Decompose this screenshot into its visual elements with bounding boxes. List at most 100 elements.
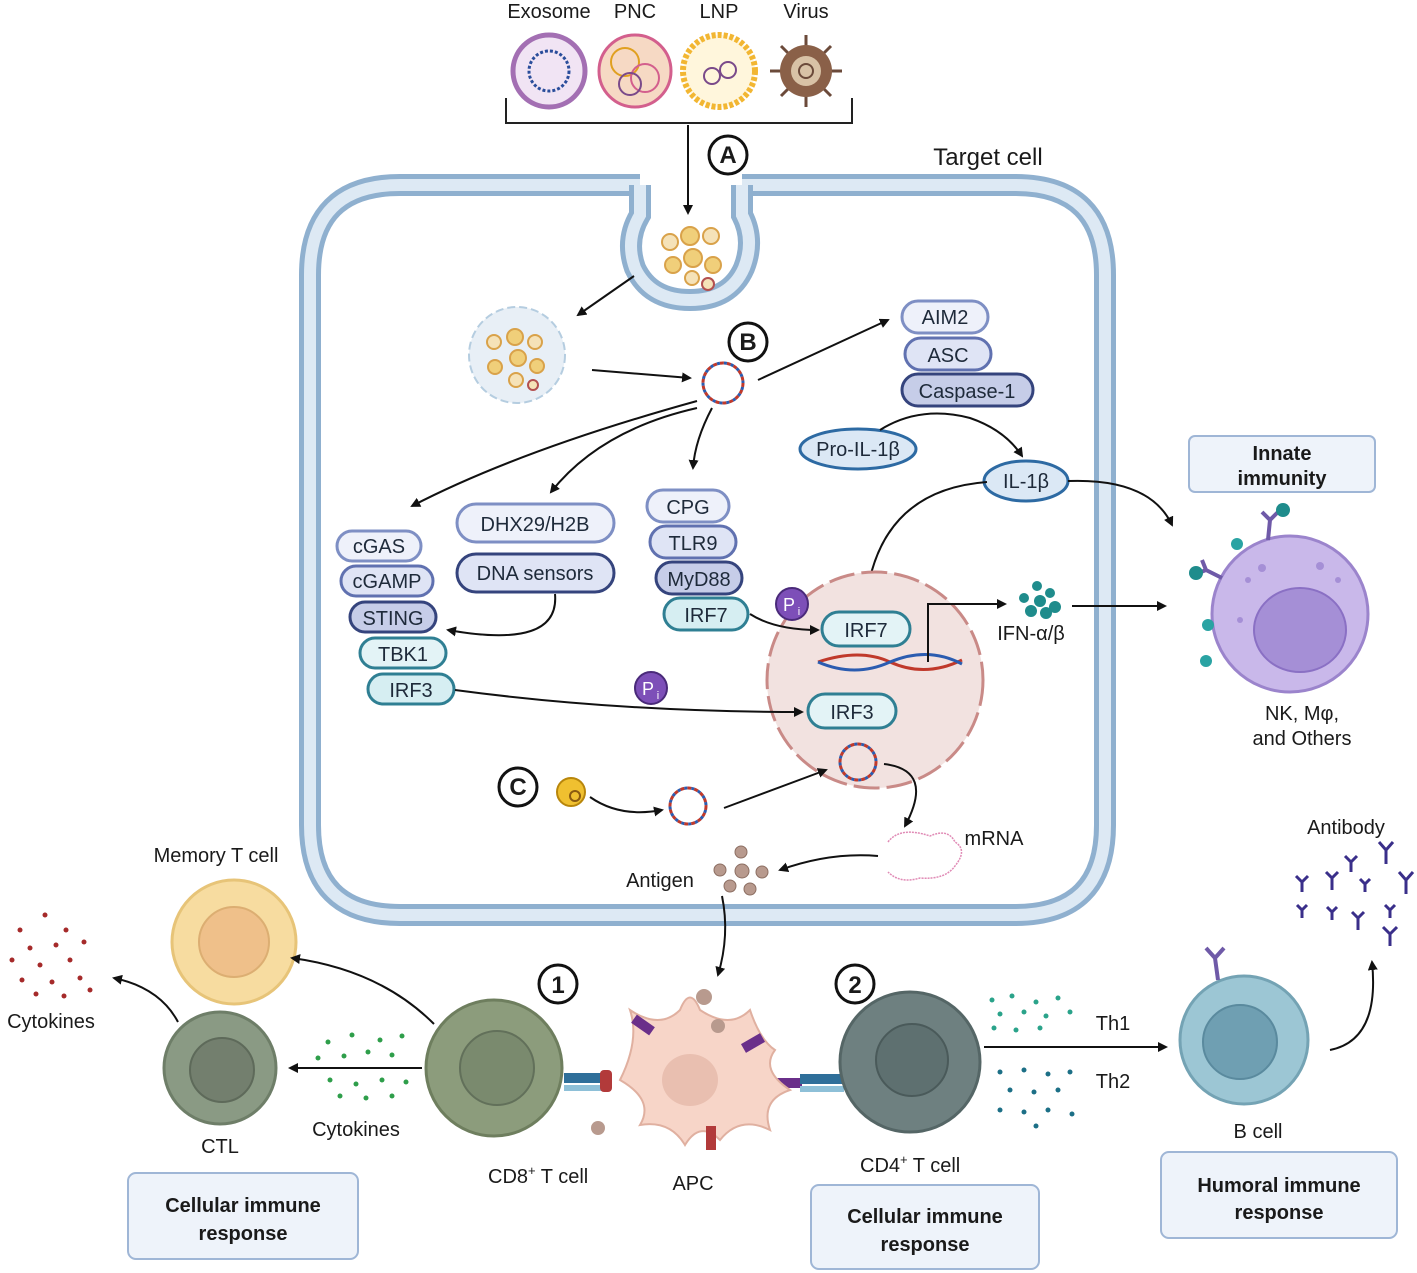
cgas-label: cGAS xyxy=(353,536,405,558)
exosome-label: Exosome xyxy=(507,1,590,23)
cellular-mid-line1: Cellular immune xyxy=(847,1206,1003,1228)
caspase1-pill xyxy=(900,372,1035,408)
cytokines-red-cluster xyxy=(9,912,93,999)
arrow-to-cpg xyxy=(688,407,713,470)
cd8-base: CD8 xyxy=(488,1166,528,1188)
phosphate-upper-letter: P xyxy=(783,595,795,615)
nuclear-irf7-label: IRF7 xyxy=(844,620,887,642)
arrow-plasmid-to-nucleus xyxy=(723,768,828,809)
aim2-label: AIM2 xyxy=(922,307,969,329)
ctl-cell xyxy=(162,1010,278,1126)
cytokines-left-label: Cytokines xyxy=(7,1011,95,1033)
carrier-group: Exosome PNC LNP Virus xyxy=(505,1,853,124)
cellular-response-box-mid xyxy=(810,1184,1040,1270)
antigen-label: Antigen xyxy=(626,870,694,892)
humoral-line1: Humoral immune xyxy=(1197,1175,1360,1197)
cellular-response-box-left xyxy=(127,1172,359,1260)
arrow-to-aim2 xyxy=(757,318,890,381)
th2-cytokines xyxy=(997,1067,1075,1129)
th2-label: Th2 xyxy=(1096,1071,1130,1093)
arrow-il1b-to-innate xyxy=(1067,479,1174,527)
cytokines-green-cluster xyxy=(315,1032,409,1101)
phosphate-lower-letter: P xyxy=(642,679,654,699)
cgamp-pill xyxy=(339,564,435,598)
il1b-label: IL-1β xyxy=(1003,471,1049,493)
inflammasome-stack: AIM2 ASC Caspase-1 xyxy=(900,299,1035,408)
arrow-irf3-to-nucleus xyxy=(454,689,804,717)
caspase1-label: Caspase-1 xyxy=(919,381,1016,403)
phosphate-lower-sub: i xyxy=(657,690,659,702)
th1-cytokines xyxy=(989,993,1073,1033)
arrow-ctl-to-cytokines xyxy=(112,974,179,1023)
carrier-bracket xyxy=(505,98,853,124)
irf3-label: IRF3 xyxy=(389,680,432,702)
ctl-label: CTL xyxy=(201,1136,239,1158)
dna-sensors-label: DNA sensors xyxy=(477,563,594,585)
ifn-label: IFN-α/β xyxy=(997,623,1065,645)
innate-title-line2: immunity xyxy=(1238,468,1328,490)
mrna-label: mRNA xyxy=(965,828,1025,850)
nuclear-irf3-label: IRF3 xyxy=(830,702,873,724)
released-plasmid-icon xyxy=(668,786,708,826)
irf7-label: IRF7 xyxy=(684,605,727,627)
sting-label: STING xyxy=(362,608,423,630)
myd88-pill xyxy=(654,560,744,596)
arrow-mrna-to-antigen xyxy=(778,854,879,872)
endocytosed-particles xyxy=(661,226,722,291)
step-marker-1: 1 xyxy=(537,963,579,1005)
virus-label: Virus xyxy=(783,1,828,23)
phosphate-icon-lower: P i xyxy=(634,671,668,705)
dhx29-label: DHX29/H2B xyxy=(481,514,590,536)
memory-t-cell xyxy=(170,878,298,1006)
arrow-antigen-to-apc xyxy=(715,895,727,977)
step-marker-2: 2 xyxy=(834,963,876,1005)
cgamp-label: cGAMP xyxy=(353,571,422,593)
cellular-left-line1: Cellular immune xyxy=(165,1195,321,1217)
cd4-tail: T cell xyxy=(908,1155,961,1177)
asc-pill xyxy=(903,336,993,372)
phosphate-upper-sub: i xyxy=(798,606,800,618)
step-c-text: C xyxy=(509,774,526,801)
ifn-molecules xyxy=(1019,581,1061,619)
cd4-sup: + xyxy=(900,1152,908,1167)
b-cell-label: B cell xyxy=(1234,1121,1283,1143)
nk-macrophage-cell xyxy=(1189,503,1370,694)
carrier-particle-icon xyxy=(556,777,586,807)
apc-label: APC xyxy=(672,1173,713,1195)
step-marker-b: B xyxy=(727,321,769,363)
antibody-icons xyxy=(1294,841,1415,946)
humoral-line2: response xyxy=(1235,1202,1324,1224)
innate-cells-line1: NK, Mφ, xyxy=(1265,703,1339,725)
lnp-icon xyxy=(680,32,758,110)
arrow-to-dhx29 xyxy=(549,407,698,494)
cd8-sup: + xyxy=(528,1163,536,1178)
dna-sensor-stack: DHX29/H2B DNA sensors xyxy=(455,502,616,594)
arrow-dna-sensors-to-sting xyxy=(446,593,557,637)
arrow-b-cell-to-antibody xyxy=(1329,960,1378,1051)
innate-cells-line2: and Others xyxy=(1253,728,1352,750)
endosome xyxy=(468,306,566,404)
cellular-left-line2: response xyxy=(199,1223,288,1245)
nuclear-irf7-pill xyxy=(820,610,912,648)
pnc-icon xyxy=(597,33,673,109)
cpg-pill xyxy=(645,488,731,524)
exosome-icon xyxy=(510,32,588,110)
genomic-dna-icon xyxy=(817,652,963,672)
target-cell-label: Target cell xyxy=(933,144,1042,171)
virus-icon xyxy=(770,35,842,107)
tlr9-stack: CPG TLR9 MyD88 IRF7 xyxy=(645,488,750,632)
arrow-to-cgas xyxy=(410,400,698,507)
antigen-particles xyxy=(713,845,769,896)
tbk1-label: TBK1 xyxy=(378,644,428,666)
cd4-label: CD4+ T cell xyxy=(860,1152,960,1177)
cpg-label: CPG xyxy=(666,497,709,519)
apc-dendritic-cell xyxy=(591,989,793,1150)
arrow-to-ifn xyxy=(927,599,1007,662)
step-b-text: B xyxy=(739,329,756,356)
myd88-label: MyD88 xyxy=(667,569,730,591)
step-1-text: 1 xyxy=(551,972,564,999)
cytokines-mid-label: Cytokines xyxy=(312,1119,400,1141)
innate-title-line1: Innate xyxy=(1253,443,1312,465)
irf3-pill xyxy=(366,672,456,706)
arrow-irf7-to-nucleus xyxy=(749,613,820,635)
